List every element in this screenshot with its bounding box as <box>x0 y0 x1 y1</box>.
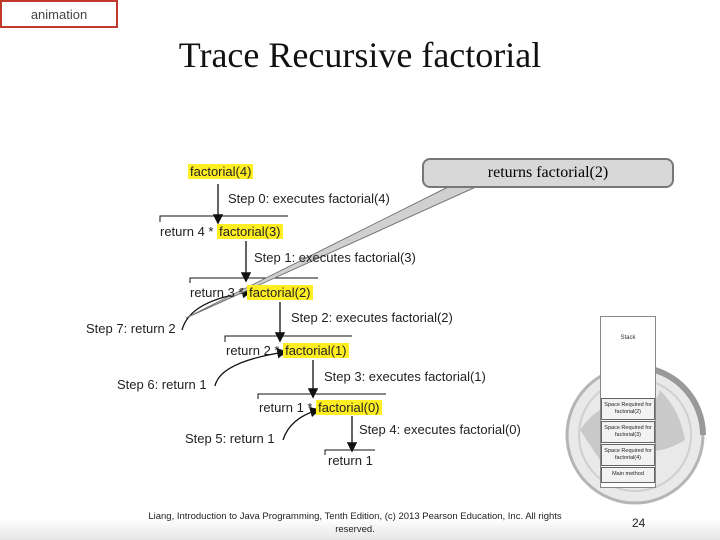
return-2-prefix: return 2 * <box>226 343 284 358</box>
stack-cell-main: Main method <box>601 467 655 483</box>
step-0-label: Step 0: executes factorial(4) <box>228 191 390 206</box>
stack-cell-factorial2: Space Required for factorial(2) <box>601 398 655 420</box>
step-2-label: Step 2: executes factorial(2) <box>291 310 453 325</box>
stack-cell-factorial4: Space Required for factorial(4) <box>601 444 655 466</box>
return-3-prefix: return 3 * <box>190 285 248 300</box>
arrow-step6 <box>214 348 288 387</box>
page-number: 24 <box>632 516 646 530</box>
step-1-label: Step 1: executes factorial(3) <box>254 250 416 265</box>
step-3-label: Step 3: executes factorial(1) <box>324 369 486 384</box>
return-final: return 1 <box>328 453 373 468</box>
stack-cell-factorial3: Space Required for factorial(3) <box>601 421 655 443</box>
bracket-return-final <box>324 449 375 455</box>
animation-tag: animation <box>0 0 118 28</box>
step-5-label: Step 5: return 1 <box>185 431 275 446</box>
return-4-line: return 4 * factorial(3) <box>160 224 283 239</box>
bottom-band <box>0 518 720 540</box>
call-factorial-2: factorial(2) <box>247 285 313 300</box>
stack-title: Stack <box>620 335 636 341</box>
slide-title: Trace Recursive factorial <box>178 35 542 75</box>
bracket-return1 <box>257 393 386 399</box>
call-factorial-4: factorial(4) <box>188 164 254 179</box>
call-factorial-0: factorial(0) <box>316 400 382 415</box>
return-4-prefix: return 4 * <box>160 224 218 239</box>
bracket-return3 <box>189 277 318 283</box>
return-1-line: return 1 * factorial(0) <box>259 400 382 415</box>
step-7-label: Step 7: return 2 <box>86 321 176 336</box>
bracket-return4 <box>159 215 288 222</box>
footer-credit: Liang, Introduction to Java Programming,… <box>148 511 562 535</box>
bracket-return2 <box>224 335 352 342</box>
step-4-label: Step 4: executes factorial(0) <box>359 422 521 437</box>
step-6-label: Step 6: return 1 <box>117 377 207 392</box>
call-factorial-3: factorial(3) <box>217 224 283 239</box>
call-factorial-1: factorial(1) <box>283 343 349 358</box>
arrow-step5 <box>282 407 321 441</box>
return-1-prefix: return 1 * <box>259 400 317 415</box>
return-2-line: return 2 * factorial(1) <box>226 343 349 358</box>
return-3-line: return 3 * factorial(2) <box>190 285 313 300</box>
callout-returns: returns factorial(2) <box>422 158 674 188</box>
